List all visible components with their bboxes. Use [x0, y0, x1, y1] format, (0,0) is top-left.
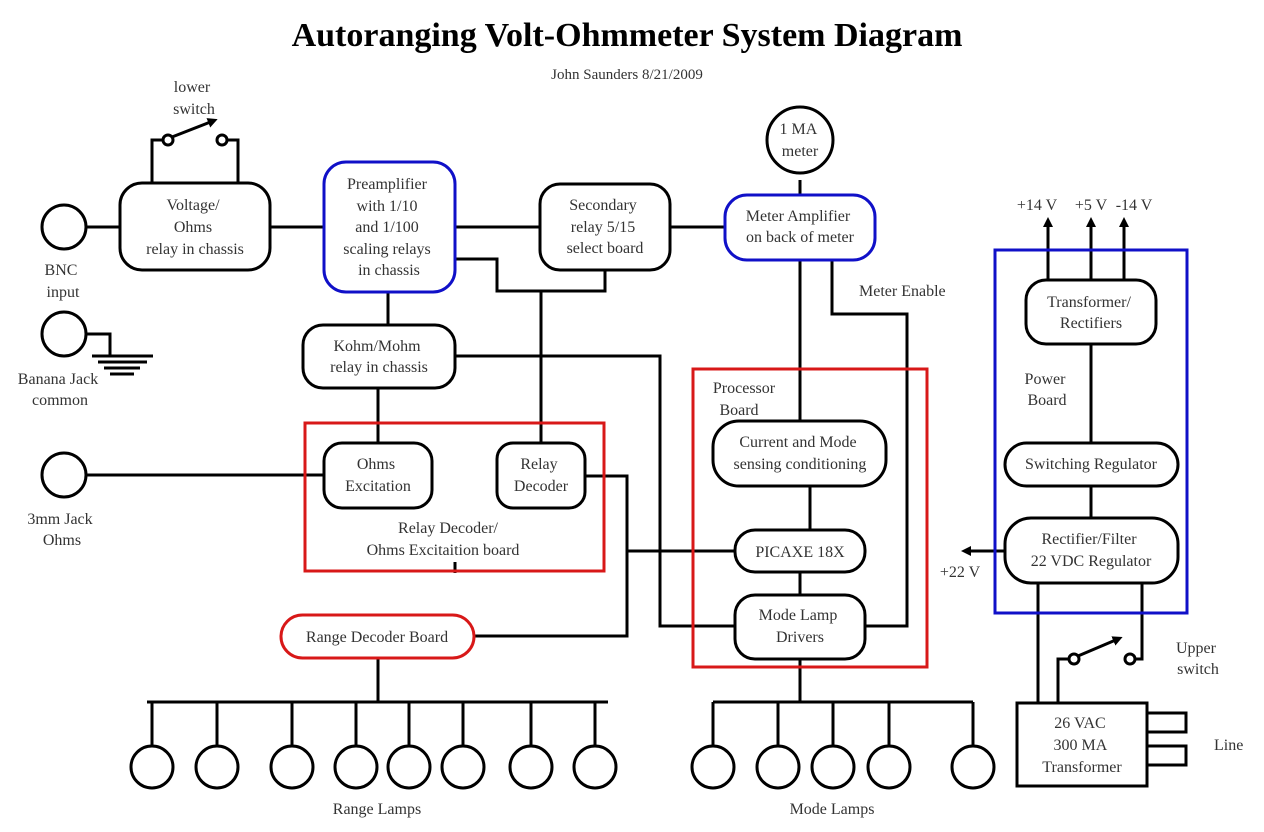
svg-text:PICAXE 18X: PICAXE 18X [755, 544, 845, 561]
mode-lamp[interactable] [810, 744, 856, 790]
range-lamp[interactable] [129, 744, 175, 790]
range-lamp[interactable] [333, 744, 379, 790]
svg-text:Switching Regulator: Switching Regulator [1025, 456, 1158, 473]
line-label: Line [1214, 737, 1243, 754]
switching-regulator-block[interactable]: Switching Regulator [1003, 441, 1180, 488]
lower-switch-icon[interactable] [161, 118, 229, 147]
svg-text:Kohm/Mohm relay in chass: Kohm/Mohm relay in chassis [330, 338, 428, 376]
upper-switch-label: Upper switch [1176, 640, 1220, 678]
author-date: John Saunders 8/21/2009 [551, 67, 703, 83]
minus14v-label: -14 V [1116, 197, 1153, 214]
plus5v-label: +5 V [1075, 197, 1108, 214]
meter-amplifier-block[interactable]: Meter Amplifier on back of meter [723, 193, 877, 262]
mode-lamp-drivers-block[interactable]: Mode Lamp Drivers [733, 593, 867, 661]
svg-text:Meter Amplifier on back: Meter Amplifier on back of meter [746, 208, 855, 246]
wire-lower-switch-left [150, 138, 167, 183]
picaxe-block[interactable]: PICAXE 18X [733, 528, 867, 574]
svg-text:Rectifier/Filter 22 VDC: Rectifier/Filter 22 VDC Regulator [1031, 531, 1152, 570]
relay-decoder-block[interactable]: Relay Decoder [495, 441, 587, 510]
range-lamps [129, 702, 618, 790]
range-lamps-label: Range Lamps [333, 801, 421, 818]
plus22v-label: +22 V [940, 564, 981, 581]
range-lamp[interactable] [269, 744, 315, 790]
secondary-relay-block[interactable]: Secondary relay 5/15 select board [538, 182, 672, 272]
mode-lamp[interactable] [950, 744, 996, 790]
range-lamp[interactable] [572, 744, 618, 790]
3mm-jack[interactable] [40, 451, 88, 499]
processor-board [691, 367, 929, 669]
voltage-ohms-relay-block[interactable]: Voltage/ Ohms relay in chassis [118, 181, 272, 272]
mode-lamp[interactable] [866, 744, 912, 790]
upper-switch-icon[interactable] [1067, 636, 1137, 666]
lower-switch-label: lower switch [173, 79, 215, 118]
mode-lamp[interactable] [755, 744, 801, 790]
mode-lamps-label: Mode Lamps [790, 801, 875, 818]
range-decoder-board-block[interactable]: Range Decoder Board [279, 613, 476, 660]
mode-lamp[interactable] [690, 744, 736, 790]
power-board [993, 248, 1189, 615]
processor-board-label: Processor Board [713, 380, 779, 419]
wire-relaydec-rangedec [474, 474, 629, 638]
rectifier-filter-block[interactable]: Rectifier/Filter 22 VDC Regulator [1003, 516, 1180, 585]
power-board-label: Power Board [1025, 371, 1070, 409]
relay-decoder-board [303, 421, 606, 573]
kohm-mohm-relay-block[interactable]: Kohm/Mohm relay in chassis [301, 323, 457, 390]
ohms-excitation-block[interactable]: Ohms Excitation [322, 441, 434, 510]
svg-text:Secondary relay 5/15: Secondary relay 5/15 select board [567, 197, 644, 257]
banana-jack[interactable] [40, 310, 88, 358]
svg-text:Voltage/ Ohms rela: Voltage/ Ohms relay in chassis [146, 197, 244, 258]
1ma-meter[interactable]: 1 MA meter [765, 105, 835, 175]
transformer-26vac-block[interactable]: 26 VAC 300 MA Transformer [1015, 701, 1188, 788]
svg-text:1 MA meter: 1 MA meter [780, 121, 821, 160]
svg-text:Transformer/ Rectifiers: Transformer/ Rectifiers [1047, 294, 1135, 332]
wire-lower-switch-right [225, 138, 240, 183]
line-plug-prong-bottom [1145, 744, 1188, 767]
range-lamp[interactable] [508, 744, 554, 790]
svg-text:Ohms Excitation: Ohms Excitation [345, 456, 411, 495]
preamplifier-block[interactable]: Preamplifier with 1/10 and 1/100 scaling… [322, 160, 457, 294]
bnc-label: BNC input [45, 262, 82, 301]
range-lamp[interactable] [194, 744, 240, 790]
svg-text:Current and Mode sensing: Current and Mode sensing conditioning [734, 434, 867, 473]
wire-upper-switch-right [1133, 583, 1144, 661]
plus14v-label: +14 V [1017, 197, 1058, 214]
page-title: Autoranging Volt-Ohmmeter System Diagram [292, 17, 963, 54]
current-mode-sensing-block[interactable]: Current and Mode sensing conditioning [711, 419, 888, 488]
mode-lamps [690, 702, 996, 790]
wire-meter-enable [830, 260, 909, 628]
range-lamp[interactable] [386, 744, 432, 790]
range-lamp[interactable] [440, 744, 486, 790]
svg-text:Mode Lamp Drivers: Mode Lamp Drivers [759, 607, 842, 646]
wire-preamp-secondary-bottom [455, 257, 607, 293]
svg-text:Range Decoder Board: Range Decoder Board [306, 629, 448, 646]
svg-text:Relay Decoder: Relay Decoder [514, 456, 569, 495]
3mm-jack-label: 3mm Jack Ohms [27, 511, 96, 549]
wire-kohm-modelamp [455, 354, 735, 628]
svg-text:26 VAC 300 MA Tran: 26 VAC 300 MA Transformer [1042, 715, 1122, 776]
relay-decoder-board-label: Relay Decoder/ Ohms Excitaition board [367, 520, 520, 559]
wire-upper-switch-left [1056, 657, 1075, 703]
banana-label: Banana Jack common [18, 371, 102, 409]
meter-enable-label: Meter Enable [859, 283, 946, 300]
ground-icon [92, 354, 153, 376]
line-plug-prong-top [1145, 711, 1188, 734]
transformer-rectifiers-block[interactable]: Transformer/ Rectifiers [1024, 278, 1158, 346]
svg-text:Preamplifier with 1/10: Preamplifier with 1/10 and 1/100 scaling… [343, 176, 435, 279]
bnc-input-jack[interactable] [40, 203, 88, 251]
